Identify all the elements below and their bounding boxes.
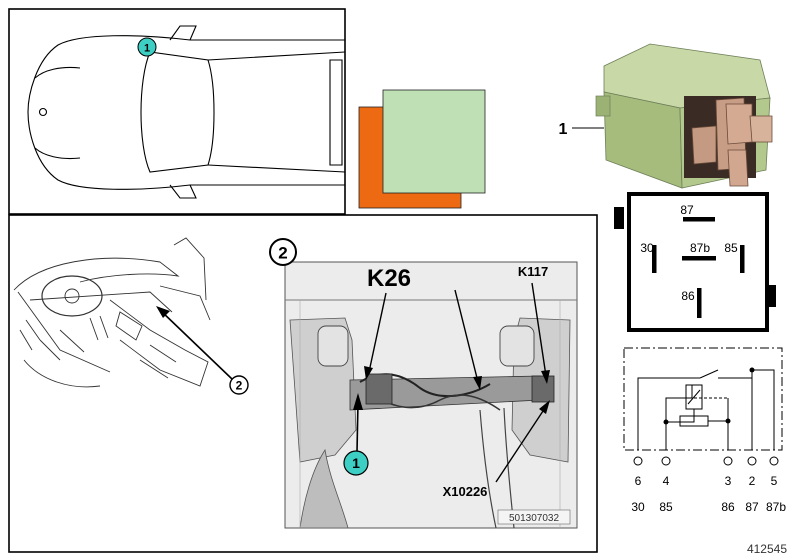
x10226-label: X10226 xyxy=(443,484,488,499)
terminal-87b-name: 87b xyxy=(766,500,786,514)
callout-2-large: 2 xyxy=(269,238,297,266)
k117-label: K117 xyxy=(518,264,548,279)
color-swatches xyxy=(358,89,486,209)
car-top-view-panel xyxy=(8,8,346,215)
terminal-30-name: 30 xyxy=(631,500,645,514)
car-outline xyxy=(27,25,346,199)
terminal-87-name: 87 xyxy=(745,500,759,514)
terminal-86-name: 86 xyxy=(721,500,735,514)
terminal-5-pin: 5 xyxy=(771,474,778,488)
pin-86-label: 86 xyxy=(681,289,695,303)
detail-photo: 501307032 xyxy=(284,261,578,529)
schematic-terminals xyxy=(633,456,779,466)
relay-photo xyxy=(595,43,773,189)
pin-85-label: 85 xyxy=(724,241,738,255)
schematic-nodes xyxy=(663,367,755,425)
callout-1-car-text: 1 xyxy=(144,43,150,55)
k26-label: K26 xyxy=(367,265,411,292)
callout-1-photo-text: 1 xyxy=(352,455,360,471)
relay-pin-face: 87 30 87b 85 86 xyxy=(614,192,776,332)
terminal-3-pin: 3 xyxy=(725,474,732,488)
terminal-85-name: 85 xyxy=(659,500,673,514)
part-callout-1: 1 xyxy=(559,121,604,138)
pin-87b-label: 87b xyxy=(690,241,710,255)
pin-30-label: 30 xyxy=(640,241,654,255)
dashboard-sketch xyxy=(13,237,211,388)
callout-2-large-text: 2 xyxy=(278,244,287,263)
photo-number-label: 501307032 xyxy=(509,513,559,524)
photo-annotations: K26 K117 X10226 xyxy=(353,264,550,499)
terminal-4-pin: 4 xyxy=(663,474,670,488)
callout-1-car: 1 xyxy=(137,37,157,57)
part-callout-1-text: 1 xyxy=(559,121,568,138)
diagram-number: 412545 xyxy=(747,542,787,556)
callout-2-small-text: 2 xyxy=(236,379,243,393)
terminal-2-pin: 2 xyxy=(749,474,756,488)
terminal-6-pin: 6 xyxy=(635,474,642,488)
swatch-green xyxy=(382,89,486,194)
callout-1-photo: 1 xyxy=(343,450,369,476)
schematic-terminal-labels: 6 4 3 2 5 30 85 86 87 87b xyxy=(631,474,786,514)
relay-schematic xyxy=(623,347,783,451)
dashboard-pointer: 2 xyxy=(156,306,249,395)
pin-87-label: 87 xyxy=(680,203,694,217)
